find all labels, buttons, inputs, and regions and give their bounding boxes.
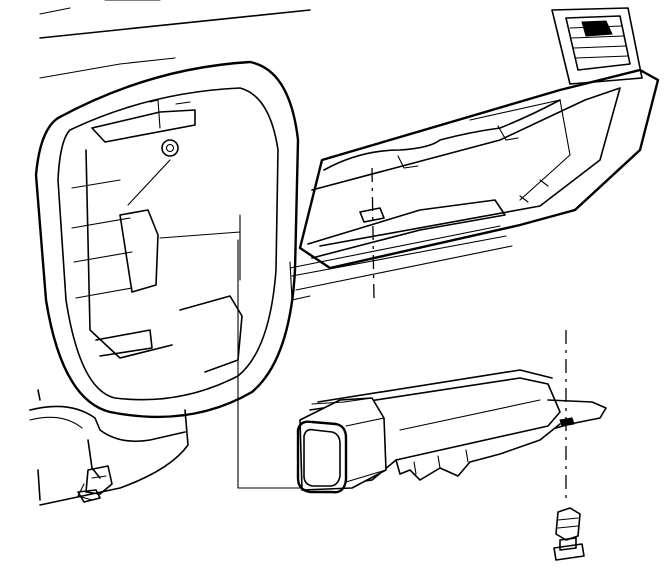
- filler-body: [309, 377, 561, 487]
- bolster-ridge: [469, 99, 571, 201]
- clip-detail: [77, 475, 107, 501]
- bolster-notch-1: [397, 155, 419, 169]
- bolster-clip-mark: [359, 207, 385, 223]
- filler-teeth: [413, 449, 469, 475]
- vent-housing-inner: [565, 15, 631, 71]
- duct-top-edge: [311, 397, 373, 405]
- panel-lower-skin: [29, 405, 186, 443]
- bolster-notch-2: [497, 125, 519, 141]
- mount-tab-hole: [559, 417, 575, 427]
- panel-bottom-edge: [39, 409, 189, 506]
- duct-opening-inner: [303, 428, 341, 487]
- knee-bolster-bracket: [289, 68, 660, 301]
- fastener-flange: [553, 543, 585, 561]
- bezel-inner: [57, 87, 279, 401]
- push-pin-fastener: [553, 507, 585, 561]
- clip-arm: [87, 439, 101, 479]
- duct-opening-outer: [296, 420, 348, 494]
- filler-underside: [395, 423, 561, 481]
- instrument-cluster-opening: [34, 60, 300, 419]
- panel-lower-skin-2: [29, 416, 83, 429]
- panel-top-line-1: [39, 0, 161, 15]
- bolster-corner: [519, 179, 549, 203]
- cluster-screw-hole: [165, 143, 175, 153]
- fastener-ribs: [557, 517, 579, 529]
- cluster-bottom-flap: [179, 295, 243, 373]
- panel-top-line-2: [39, 9, 311, 39]
- cluster-inner-wall: [85, 149, 173, 359]
- cluster-leader-2: [159, 214, 241, 281]
- cluster-screw-boss: [161, 139, 179, 157]
- duct-box: [299, 397, 387, 491]
- filler-top-face: [317, 369, 553, 403]
- cluster-block: [119, 209, 159, 293]
- cluster-lower-ledge: [95, 329, 153, 357]
- clip-foot: [77, 489, 101, 503]
- bolster-lower-rim: [307, 199, 506, 259]
- fastener-head: [555, 507, 581, 541]
- center-line-bolster: [371, 167, 375, 301]
- clip-body: [85, 465, 113, 495]
- bolster-end: [289, 261, 311, 301]
- filler-rib: [399, 399, 541, 431]
- duct-side-line: [345, 417, 387, 483]
- leader-lines: [237, 167, 567, 500]
- bolster-strip: [289, 225, 513, 291]
- steering-column-opening-filler: [296, 369, 607, 494]
- retaining-clip: [77, 439, 113, 503]
- panel-right-inner: [311, 87, 621, 247]
- bolster-rim: [323, 99, 561, 171]
- panel-right-outline: [298, 68, 660, 270]
- air-outlet-vent: [551, 7, 643, 85]
- instrument-panel: [29, 0, 311, 506]
- cluster-tab: [149, 99, 191, 129]
- bezel-outer: [34, 60, 300, 419]
- cluster-leader-1: [127, 159, 171, 206]
- cluster-shelf-top: [91, 109, 196, 143]
- alignment-line: [237, 239, 301, 489]
- panel-top-line-3: [39, 57, 176, 79]
- panel-left-edge: [37, 389, 41, 501]
- fastener-shank: [559, 537, 577, 551]
- cluster-rib-1: [71, 179, 133, 299]
- vent-opening-dark: [581, 20, 613, 37]
- vent-housing-outer: [551, 7, 643, 85]
